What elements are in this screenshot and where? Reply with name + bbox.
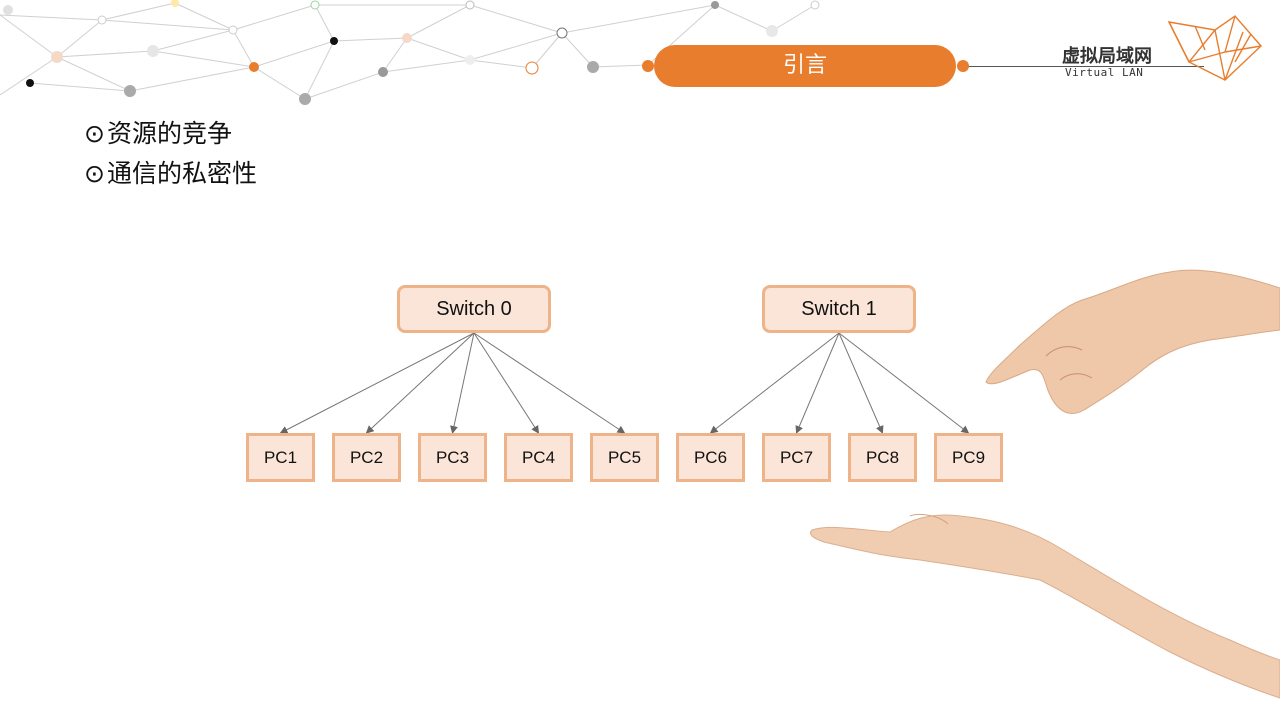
bullet-icon: ⊙ xyxy=(84,119,105,148)
pc-node: PC9 xyxy=(934,433,1003,482)
connector-arrow xyxy=(473,332,540,434)
logo-geometric-icon xyxy=(1167,15,1262,81)
slide-title: 引言 xyxy=(654,45,956,87)
header-dot-left xyxy=(642,60,654,72)
header-rule xyxy=(964,66,1204,67)
connector-arrow xyxy=(279,332,475,434)
pc-node: PC2 xyxy=(332,433,401,482)
pc-node: PC7 xyxy=(762,433,831,482)
pc-node: PC8 xyxy=(848,433,917,482)
logo-title: 虚拟局域网 xyxy=(1062,46,1152,67)
bullet-icon: ⊙ xyxy=(84,159,105,188)
connector-arrow xyxy=(473,332,626,434)
connector-arrow xyxy=(709,332,840,434)
open-palm-image xyxy=(810,514,1280,699)
bullet-item: ⊙资源的竞争 xyxy=(84,114,257,154)
connector-arrow xyxy=(838,332,970,434)
header-dot-right xyxy=(957,60,969,72)
bullet-item: ⊙通信的私密性 xyxy=(84,154,257,194)
bullet-text: 资源的竞争 xyxy=(106,119,232,148)
switch-node: Switch 1 xyxy=(762,285,916,333)
pointing-hand-image xyxy=(985,269,1280,414)
pc-node: PC1 xyxy=(246,433,315,482)
switch-node: Switch 0 xyxy=(397,285,551,333)
connector-arrow xyxy=(365,332,475,434)
connector-arrow xyxy=(838,332,884,434)
pc-node: PC4 xyxy=(504,433,573,482)
bullet-text: 通信的私密性 xyxy=(106,159,257,188)
logo-subtitle: Virtual LAN xyxy=(1065,66,1144,79)
pc-node: PC5 xyxy=(590,433,659,482)
bullet-list: ⊙资源的竞争 ⊙通信的私密性 xyxy=(84,114,257,194)
connector-arrow xyxy=(450,332,475,434)
pc-node: PC6 xyxy=(676,433,745,482)
pc-node: PC3 xyxy=(418,433,487,482)
network-decoration xyxy=(0,0,820,105)
connector-arrow xyxy=(795,332,840,434)
